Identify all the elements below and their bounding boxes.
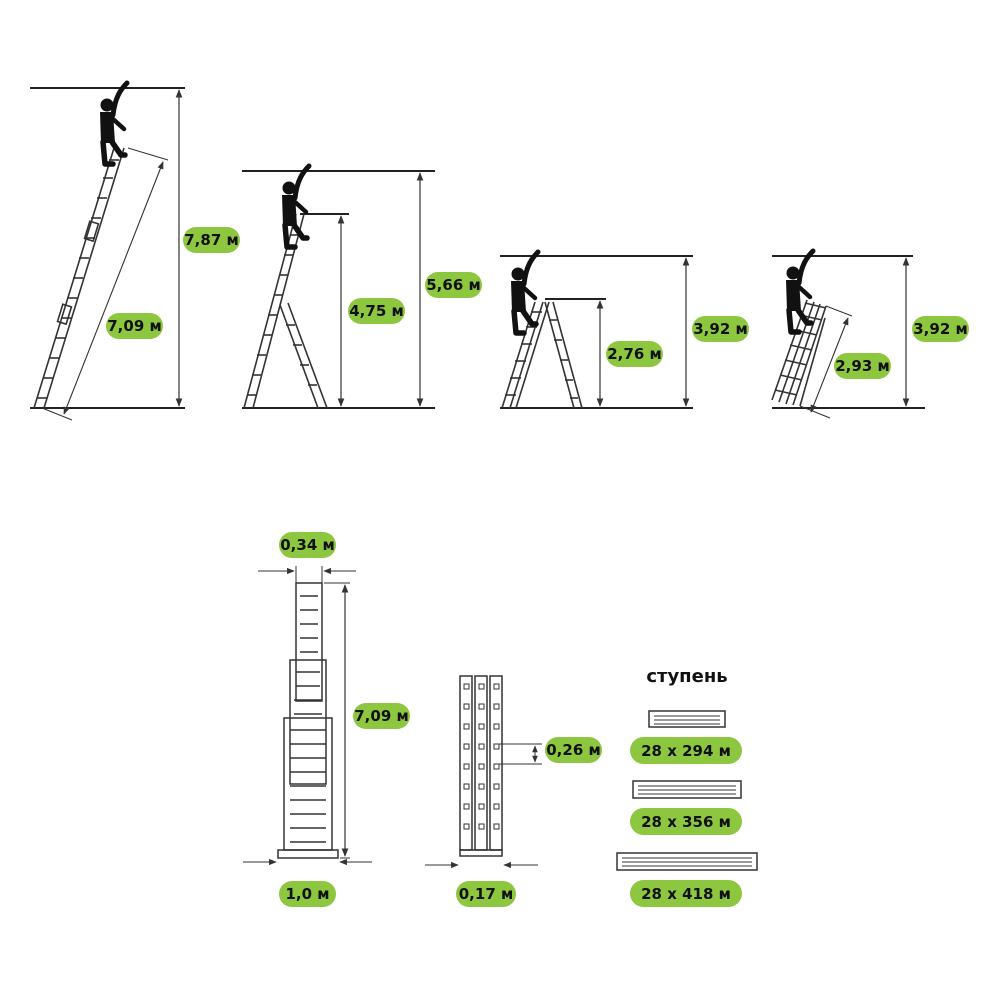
step-large-label: 28 x 418 м — [641, 885, 731, 903]
config-3-a-frame-low: 2,76 м 3,92 м — [500, 252, 749, 409]
step-sizes: ступень 28 x 294 м 28 x 356 м — [616, 666, 758, 907]
base-width-label: 1,0 м — [285, 885, 329, 903]
top-width-badge: 0,34 м — [279, 532, 336, 558]
step-small-label: 28 x 294 м — [641, 742, 731, 760]
profile-width-label: 0,17 м — [459, 885, 514, 903]
step-small — [648, 710, 726, 728]
rung-spacing-label: 0,26 м — [546, 741, 601, 759]
config-3-height-label: 3,92 м — [693, 320, 748, 338]
top-width-label: 0,34 м — [280, 536, 335, 554]
side-profile-view: 0,26 м 0,17 м — [425, 675, 602, 907]
config-1-height-label: 7,87 м — [184, 231, 239, 249]
config-4-length-label: 2,93 м — [835, 357, 890, 375]
length-badge: 7,09 м — [353, 703, 410, 729]
config-1-height-badge: 7,87 м — [183, 227, 240, 253]
ladder-1 — [33, 147, 125, 409]
config-2-platform-label: 4,75 м — [349, 302, 404, 320]
config-4-height-badge: 3,92 м — [912, 316, 969, 342]
rung-holes — [463, 683, 500, 830]
worker-3-icon — [511, 252, 538, 333]
rung-spacing-badge: 0,26 м — [545, 737, 602, 763]
config-3-platform-label: 2,76 м — [607, 345, 662, 363]
config-2-platform-badge: 4,75 м — [348, 298, 405, 324]
length-label: 7,09 м — [354, 707, 409, 725]
front-view-ladder: 0,34 м 7,09 м 1,0 м — [243, 532, 410, 907]
step-medium-badge: 28 x 356 м — [630, 808, 742, 835]
config-1-length-label: 7,09 м — [107, 317, 162, 335]
config-2-height-badge: 5,66 м — [425, 272, 482, 298]
step-large — [616, 852, 758, 871]
config-4-length-badge: 2,93 м — [834, 353, 891, 379]
config-4-height-label: 3,92 м — [913, 320, 968, 338]
step-title: ступень — [646, 666, 727, 687]
step-medium-label: 28 x 356 м — [641, 813, 731, 831]
profile-width-badge: 0,17 м — [456, 881, 516, 907]
config-3-platform-badge: 2,76 м — [606, 341, 663, 367]
config-4-retracted-ladder: 2,93 м 3,92 м — [771, 251, 969, 419]
config-3-height-badge: 3,92 м — [692, 316, 749, 342]
config-2-height-label: 5,66 м — [426, 276, 481, 294]
config-1-extended-ladder: 7,87 м 7,09 м — [30, 83, 240, 421]
config-2-a-frame-extended: 4,75 м 5,66 м — [242, 166, 482, 409]
step-small-badge: 28 x 294 м — [630, 737, 742, 764]
step-large-badge: 28 x 418 м — [630, 880, 742, 907]
step-medium — [632, 780, 742, 799]
base-width-badge: 1,0 м — [279, 881, 336, 907]
config-1-length-badge: 7,09 м — [106, 313, 163, 339]
